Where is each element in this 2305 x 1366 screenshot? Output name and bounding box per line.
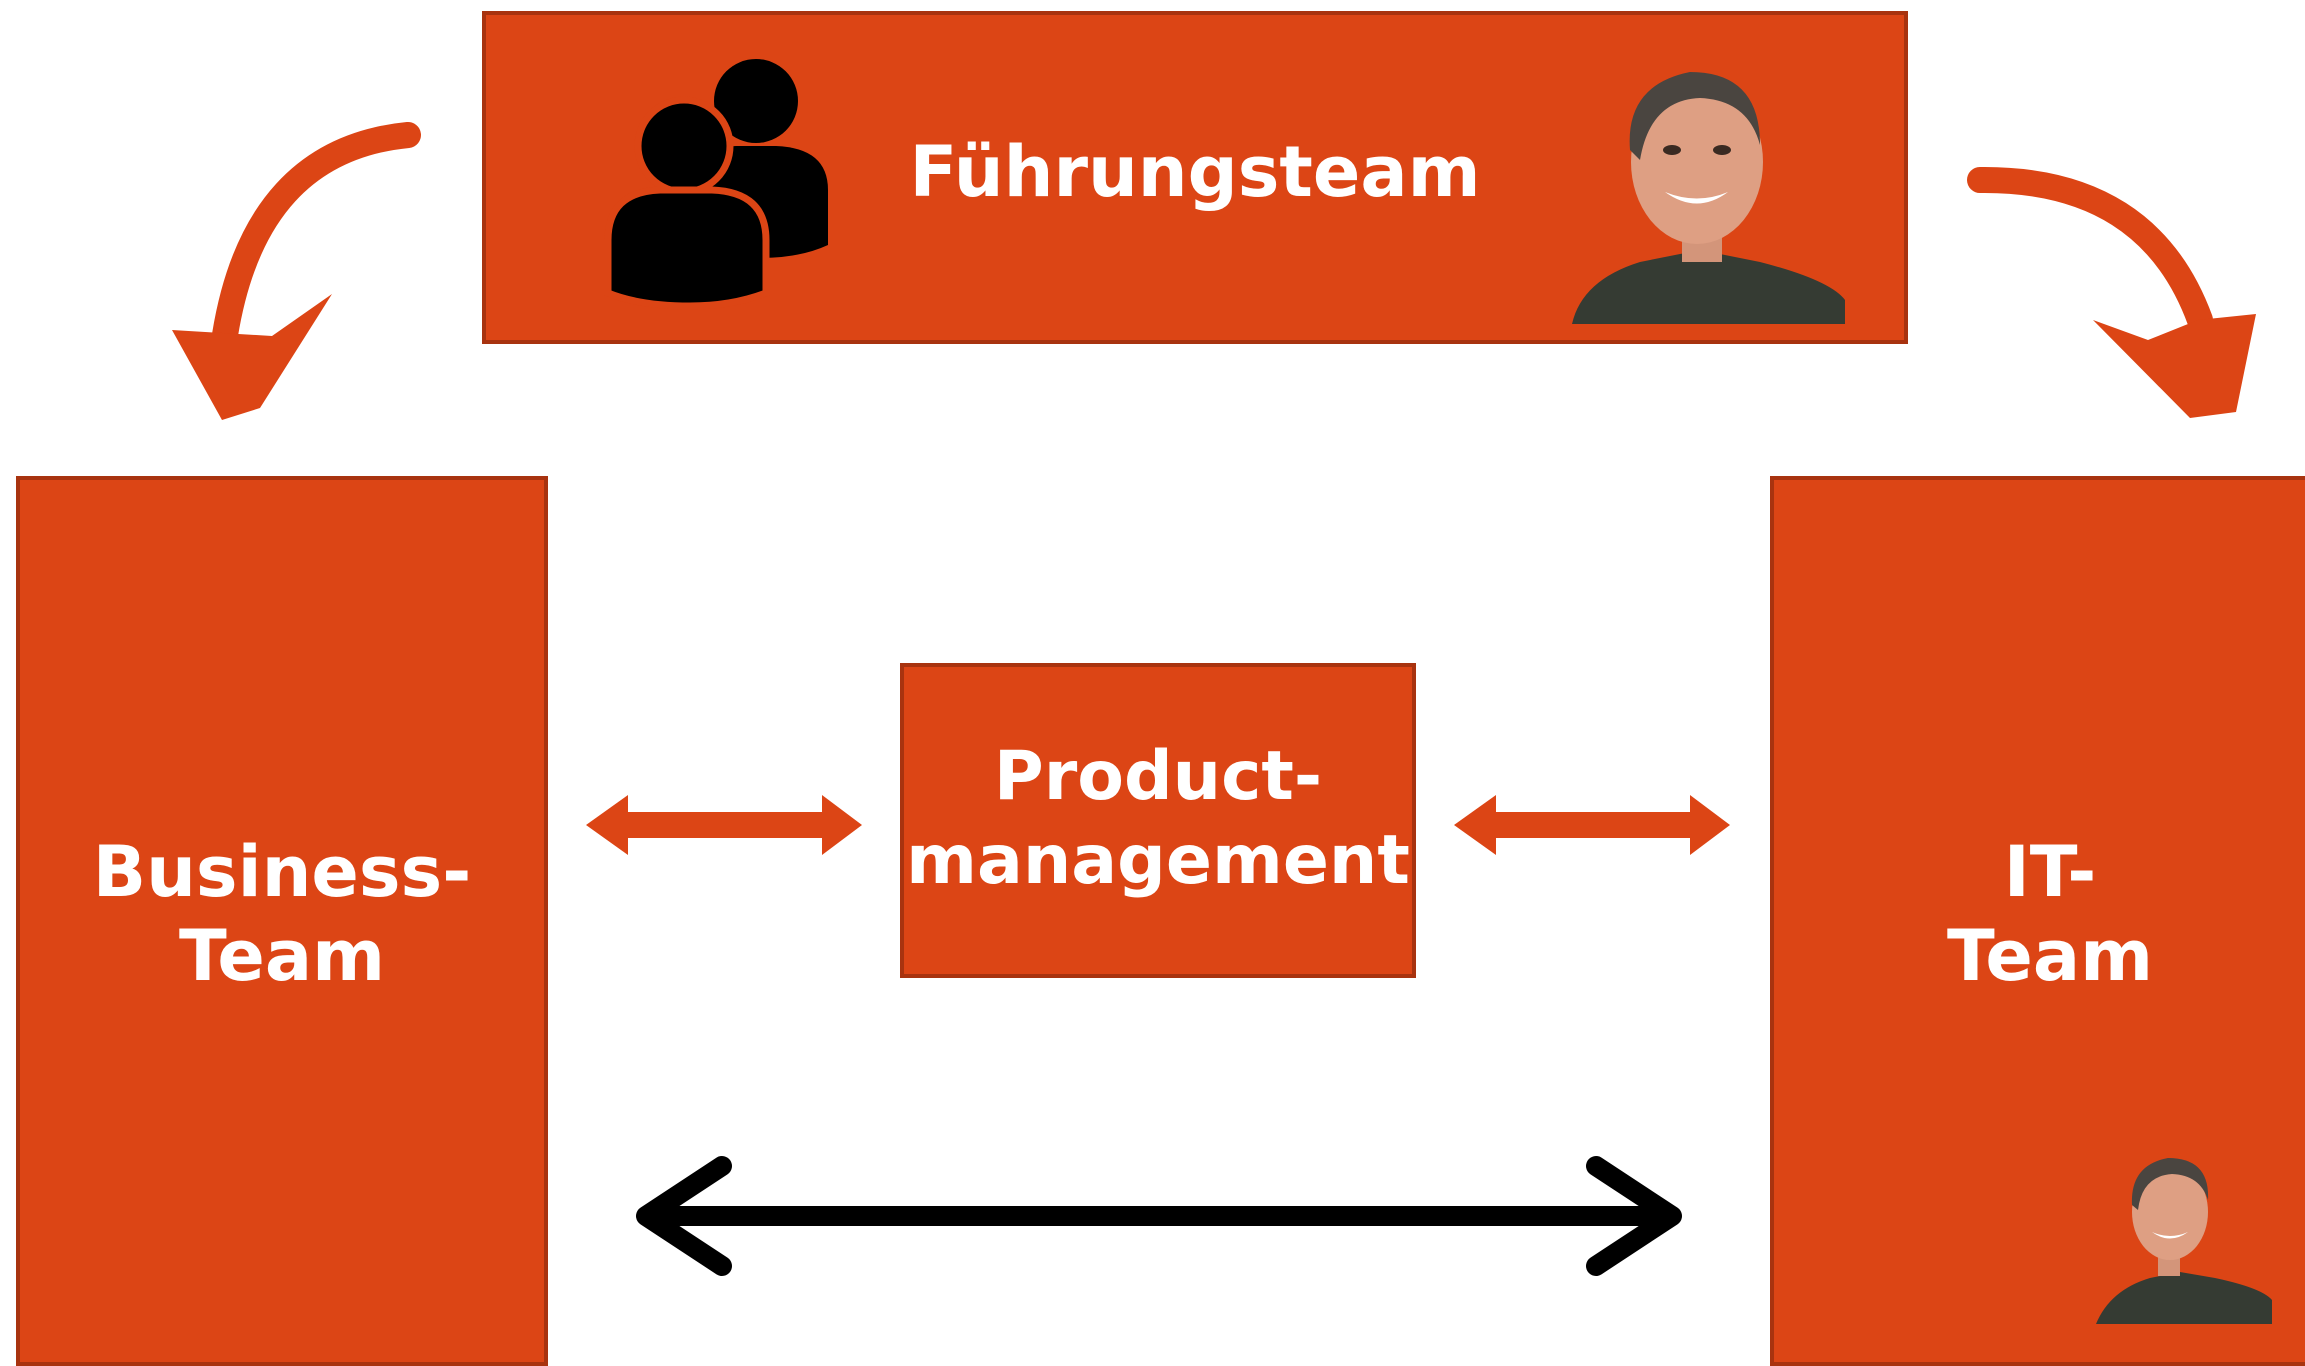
curved-arrow-right xyxy=(1967,166,2256,418)
business-team-label-line1: Business- xyxy=(92,831,472,913)
business-team-box xyxy=(16,476,548,1366)
business-team-label: Business- Team xyxy=(16,830,548,998)
it-team-person-photo xyxy=(2096,1158,2272,1324)
double-arrow-left xyxy=(586,795,862,855)
curved-arrow-left xyxy=(172,122,421,420)
it-team-label: IT- Team xyxy=(1900,830,2200,998)
it-team-label-line2: Team xyxy=(1946,915,2154,997)
double-arrow-right xyxy=(1454,795,1730,855)
business-team-label-line2: Team xyxy=(178,915,386,997)
product-management-box xyxy=(900,663,1416,978)
people-group-icon xyxy=(604,59,828,310)
double-arrow-bottom xyxy=(636,1156,1682,1276)
product-management-label: Product- management xyxy=(900,735,1416,903)
product-management-label-line2: management xyxy=(906,821,1410,900)
product-management-label-line1: Product- xyxy=(993,737,1323,816)
leadership-team-title: Führungsteam xyxy=(909,131,1481,213)
person-photo xyxy=(1572,72,1845,324)
it-team-label-line1: IT- xyxy=(2003,831,2097,913)
it-team-box xyxy=(1770,476,2305,1366)
